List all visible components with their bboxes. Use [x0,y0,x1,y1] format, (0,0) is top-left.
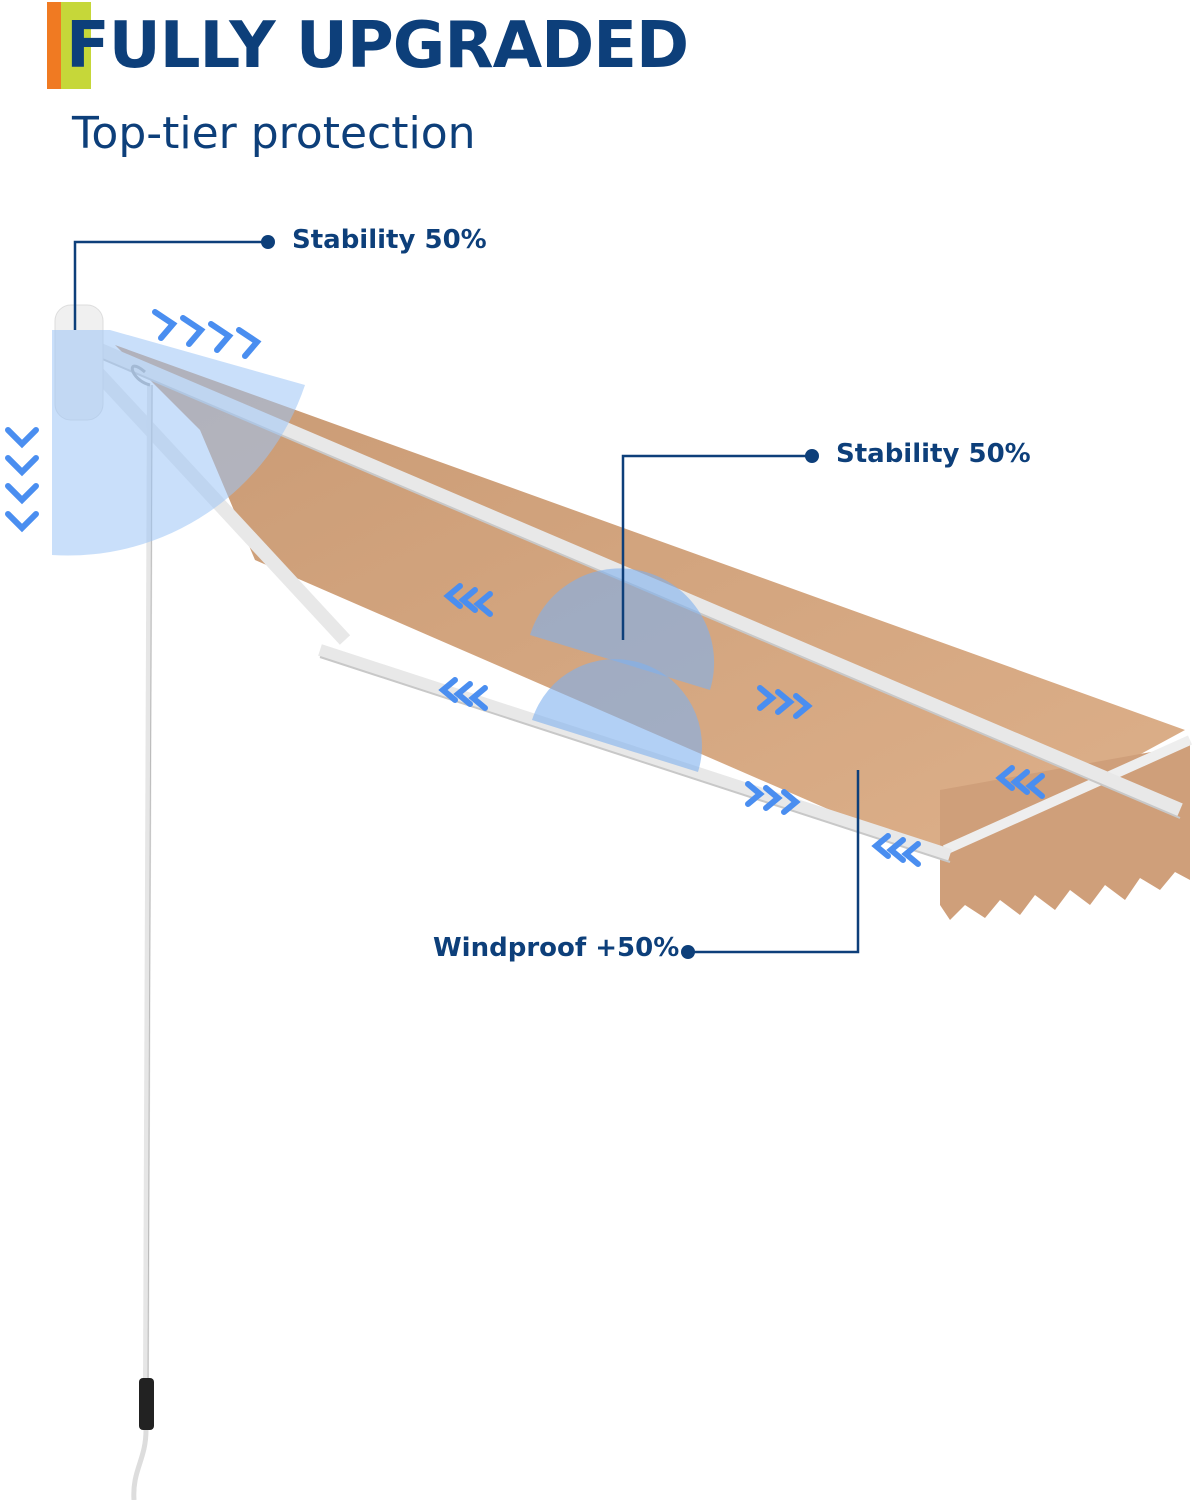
front-bar [942,735,1193,855]
page-subtitle: Top-tier protection [72,108,476,159]
pole-grip [139,1378,154,1430]
page-title: FULLY UPGRADED [66,9,689,83]
callout-windproof: Windproof +50% [433,933,680,963]
highlight-mid-lower [532,659,702,772]
callout-lines [73,240,860,954]
arrow-chevrons [5,309,1045,867]
callout-stability-middle: Stability 50% [836,439,1031,469]
highlight-wall [52,330,305,556]
accent-bar-lime [61,2,91,89]
callout-dots [261,235,819,959]
lower-arm-b [318,644,952,861]
accent-bar-orange [47,2,61,89]
crank-pole [143,384,153,1381]
callout-stability-top: Stability 50% [292,225,487,255]
